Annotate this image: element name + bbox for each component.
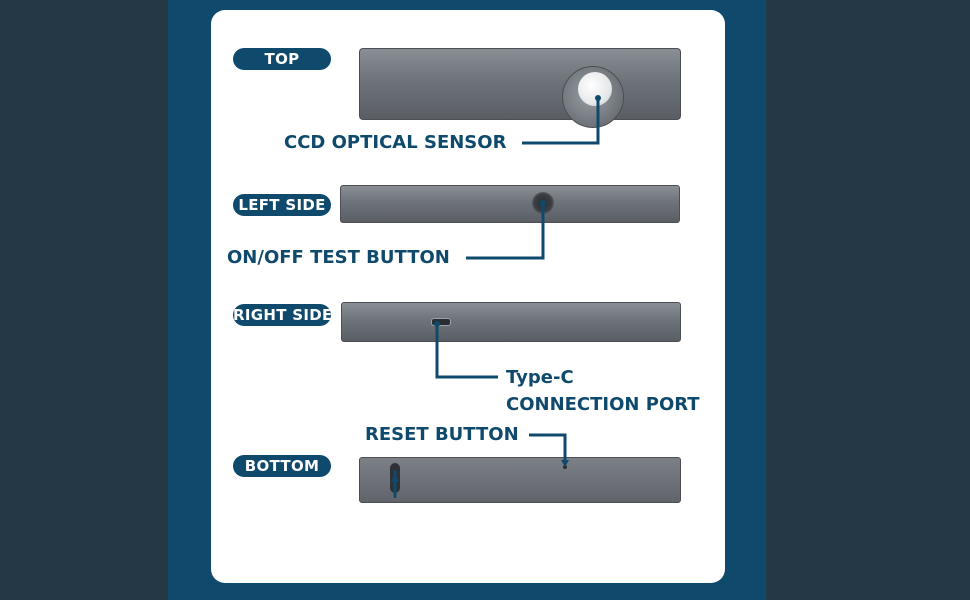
- onoff-leader-line: [466, 203, 545, 260]
- callout-typec-line1: Type-C: [506, 367, 574, 388]
- ccd-lens-icon: [578, 72, 612, 106]
- typec-leader-line: [435, 324, 498, 379]
- typec-leader-dot-icon: [434, 321, 440, 327]
- device-left-view: [340, 185, 680, 223]
- device-top-view: [359, 48, 681, 120]
- reset-arrow-icon: [561, 460, 569, 467]
- onoff-leader-dot-icon: [540, 200, 546, 206]
- device-bottom-view: [359, 457, 681, 503]
- label-top: TOP: [233, 48, 331, 70]
- ccd-leader-line: [522, 98, 600, 145]
- label-right-side: RIGHT SIDE: [233, 304, 331, 326]
- callout-ccd-sensor: CCD OPTICAL SENSOR: [284, 132, 507, 153]
- bottom-slot-arrow-icon: [391, 474, 399, 482]
- label-bottom: BOTTOM: [233, 455, 331, 477]
- type-c-port-icon: [431, 318, 451, 326]
- callout-typec-line2: CONNECTION PORT: [506, 394, 700, 415]
- label-left-side: LEFT SIDE: [233, 194, 331, 216]
- reset-leader-line: [529, 433, 567, 463]
- device-right-view: [341, 302, 681, 342]
- ccd-leader-dot-icon: [595, 95, 601, 101]
- callout-reset-button: RESET BUTTON: [365, 424, 519, 445]
- callout-onoff-button: ON/OFF TEST BUTTON: [227, 247, 450, 268]
